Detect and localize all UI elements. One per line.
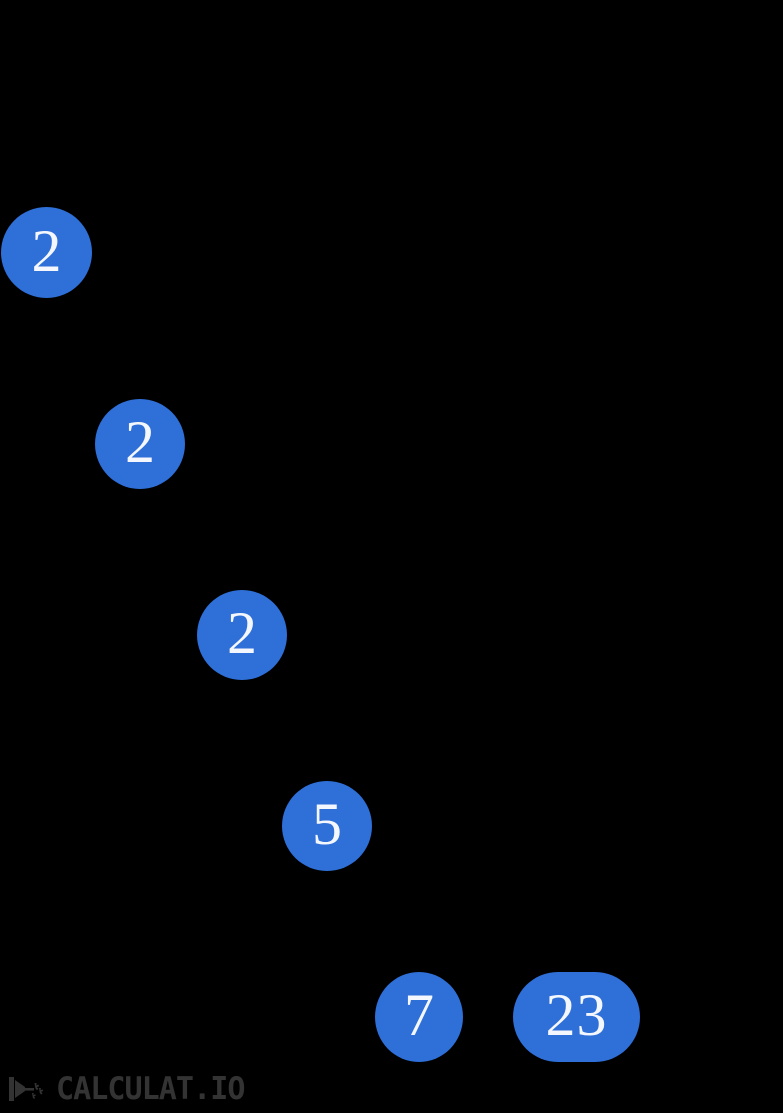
factor-node-label: 2 (125, 409, 155, 475)
factor-node-label: 7 (404, 982, 434, 1048)
rocket-icon (8, 1074, 50, 1104)
factor-node: 5 (282, 781, 372, 871)
factor-node-label: 23 (545, 982, 608, 1048)
factor-node-label: 5 (312, 791, 342, 857)
factor-node-label: 2 (227, 600, 257, 666)
factor-node-label: 2 (31, 217, 62, 284)
watermark-text: CALCULAT.IO (56, 1071, 245, 1107)
watermark: CALCULAT.IO (8, 1071, 250, 1107)
factor-node: 2 (95, 399, 185, 489)
factor-node: 2 (197, 590, 287, 680)
factor-node: 7 (375, 972, 463, 1062)
factor-node: 23 (513, 972, 640, 1062)
factor-node: 2 (1, 207, 92, 298)
